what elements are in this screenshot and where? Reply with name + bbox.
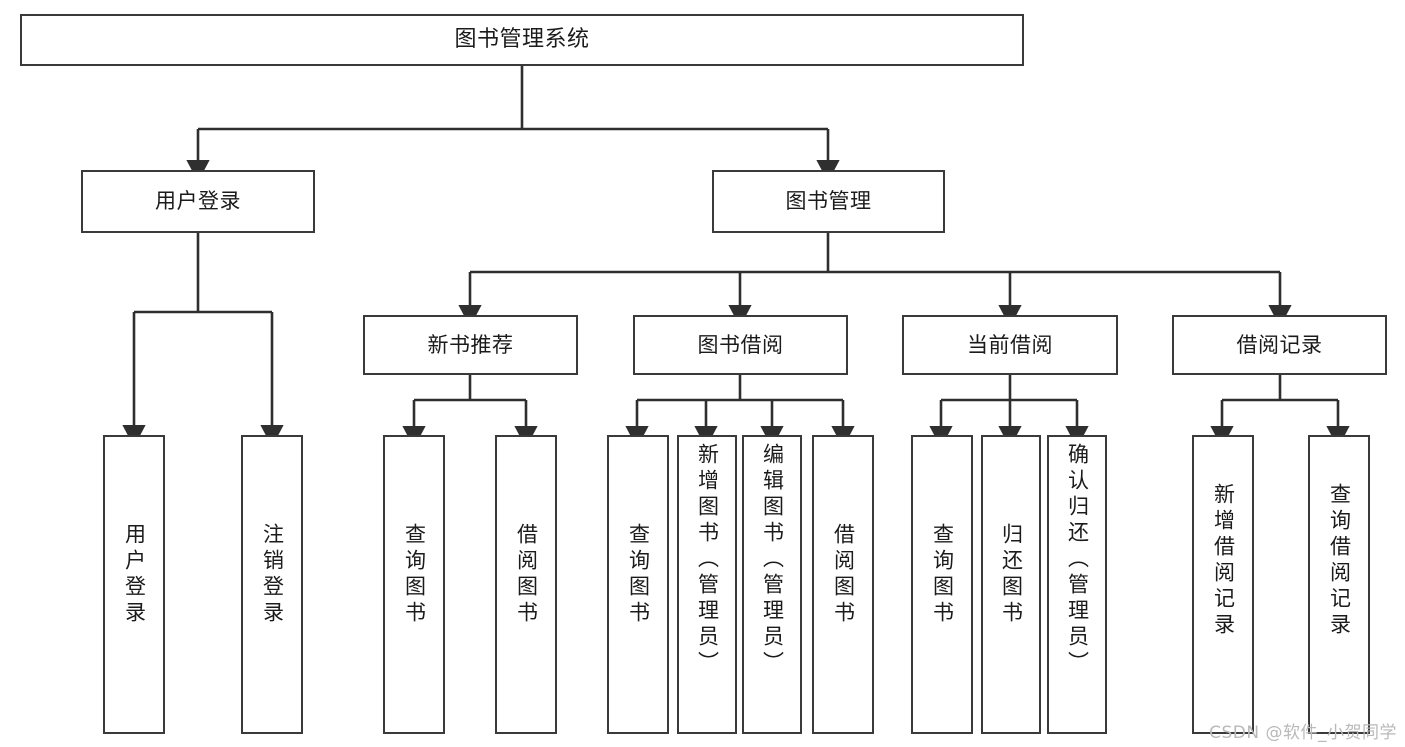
node-label: 编辑图书（管理员）: [760, 443, 785, 677]
node-label: 图书借阅: [697, 332, 784, 357]
node-label: 图书管理系统: [454, 27, 590, 52]
leaf-user-login-login[interactable]: 用户登录: [103, 435, 165, 734]
node-borrow-record[interactable]: 借阅记录: [1172, 315, 1387, 375]
node-label: 查询借阅记录: [1327, 483, 1352, 639]
node-label: 新书推荐: [427, 332, 514, 357]
node-new-book-recommend[interactable]: 新书推荐: [363, 315, 578, 375]
node-label: 确认归还（管理员）: [1065, 443, 1090, 677]
leaf-current-return-book[interactable]: 归还图书: [981, 435, 1041, 734]
node-label: 借阅记录: [1236, 332, 1323, 357]
node-label: 借阅图书: [831, 523, 856, 627]
node-label: 用户登录: [155, 189, 241, 213]
leaf-borrow-query-book[interactable]: 查询图书: [607, 435, 669, 734]
watermark-text: CSDN @软件_小贺同学: [1209, 723, 1397, 743]
leaf-new-book-query-book[interactable]: 查询图书: [383, 435, 445, 734]
leaf-user-login-logout[interactable]: 注销登录: [241, 435, 303, 734]
leaf-borrow-borrow-book[interactable]: 借阅图书: [812, 435, 874, 734]
node-label: 查询图书: [402, 523, 427, 627]
node-label: 用户登录: [122, 523, 147, 627]
node-book-borrow[interactable]: 图书借阅: [633, 315, 848, 375]
leaf-record-query-record[interactable]: 查询借阅记录: [1308, 435, 1370, 734]
node-root-system[interactable]: 图书管理系统: [20, 14, 1024, 66]
node-current-borrow[interactable]: 当前借阅: [902, 315, 1118, 375]
leaf-borrow-edit-book-admin[interactable]: 编辑图书（管理员）: [742, 435, 802, 734]
leaf-record-add-record[interactable]: 新增借阅记录: [1192, 435, 1254, 734]
node-label: 新增借阅记录: [1211, 483, 1236, 639]
node-label: 注销登录: [260, 523, 285, 627]
node-label: 借阅图书: [514, 523, 539, 627]
node-label: 归还图书: [999, 523, 1024, 627]
node-label: 图书管理: [785, 189, 872, 213]
leaf-current-query-book[interactable]: 查询图书: [911, 435, 973, 734]
node-label: 当前借阅: [967, 332, 1053, 357]
leaf-new-book-borrow-book[interactable]: 借阅图书: [495, 435, 557, 734]
node-label: 新增图书（管理员）: [695, 443, 720, 677]
leaf-borrow-add-book-admin[interactable]: 新增图书（管理员）: [677, 435, 737, 734]
node-user-login[interactable]: 用户登录: [81, 170, 315, 233]
leaf-current-confirm-return-admin[interactable]: 确认归还（管理员）: [1047, 435, 1107, 734]
node-label: 查询图书: [930, 523, 955, 627]
node-book-management[interactable]: 图书管理: [712, 170, 945, 233]
node-label: 查询图书: [626, 523, 651, 627]
